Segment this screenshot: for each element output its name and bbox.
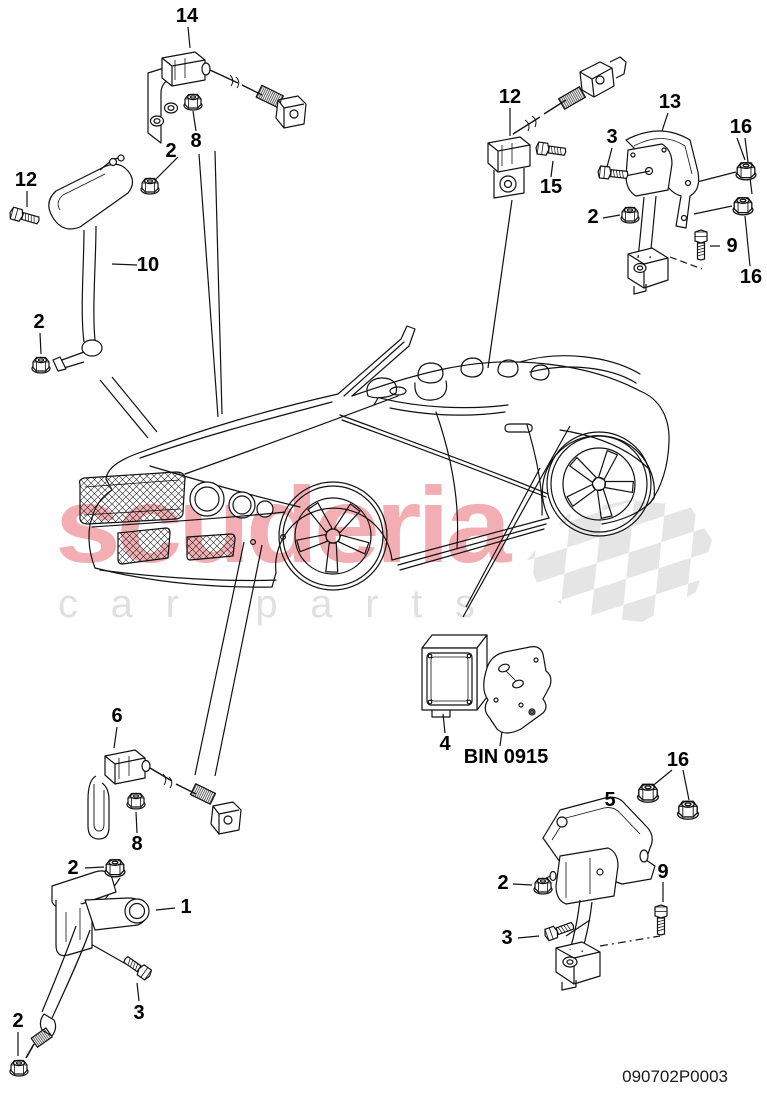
part-6-sensor-assembly (87, 749, 242, 840)
callout-2-right: 2 (587, 206, 599, 228)
callout-2-bl-upper: 2 (67, 857, 79, 879)
callout-2-top: 2 (165, 140, 177, 162)
callout-9-right: 9 (726, 235, 738, 257)
leader-lines (17, 26, 753, 1056)
callout-4: 4 (439, 733, 451, 755)
callout-2-left: 2 (33, 311, 45, 333)
part-3-bolt-right (596, 165, 630, 182)
callout-9-br: 9 (657, 861, 669, 883)
rear-wheel (546, 431, 652, 537)
part-2-nut-bl-lower (9, 1059, 29, 1077)
part-16-nut-lower (732, 196, 754, 216)
callout-6: 6 (111, 705, 123, 727)
callout-13: 13 (658, 91, 682, 113)
part-2-nut-right (620, 206, 640, 224)
bin-label: BIN 0915 (463, 746, 549, 768)
part-12-bolt-left (7, 206, 42, 228)
part-5-sensor-assembly (542, 796, 656, 991)
part-10-sensor-assembly (48, 154, 134, 372)
part-9-bolt-br (654, 904, 668, 936)
drawing-number: 090702P0003 (622, 1067, 728, 1086)
callout-5: 5 (604, 789, 616, 811)
callout-1: 1 (180, 896, 192, 918)
part-8-nut-top (183, 93, 203, 111)
car-illustration (78, 325, 670, 591)
part-9-bolt-right (694, 229, 708, 261)
callout-15: 15 (539, 176, 563, 198)
checkered-flag (527, 500, 712, 622)
callout-12-right: 12 (498, 86, 522, 108)
part-16-nut-br-right (676, 800, 700, 820)
part-16-nut-br-left (636, 783, 660, 803)
part-1-sensor-assembly (25, 870, 150, 1059)
callout-2-bl-lower: 2 (12, 1010, 24, 1032)
front-wheel (278, 481, 388, 591)
callout-8-top: 8 (190, 130, 202, 152)
callout-16-br: 16 (666, 749, 690, 771)
callout-14: 14 (175, 5, 199, 27)
callout-10: 10 (136, 254, 160, 276)
part-14-sensor-assembly (147, 51, 307, 144)
part-16-nut-upper (735, 161, 757, 181)
part-2-nut-left-lower (31, 356, 51, 374)
callout-12-left: 12 (14, 169, 38, 191)
bin-bracket (483, 646, 552, 734)
part-3-bolt-br (542, 919, 576, 942)
callout-16-upper: 16 (729, 116, 753, 138)
callout-3-bl: 3 (133, 1002, 145, 1024)
callout-2-br: 2 (497, 872, 509, 894)
callout-3-right: 3 (606, 126, 618, 148)
part-2-nut-br (533, 877, 553, 895)
callout-16-lower: 16 (739, 266, 763, 288)
part-2-nut-topleft (140, 177, 160, 195)
part-2-nut-bl-upper (104, 858, 126, 878)
part-13-sensor-assembly (624, 130, 700, 295)
part-15-bolt (534, 141, 568, 159)
callout-3-br: 3 (501, 927, 513, 949)
part-4-control-unit (421, 634, 488, 718)
watermark-subtitle: car parts (58, 582, 513, 626)
part-3-bolt-bl (121, 953, 154, 982)
part-8-nut-bottom (126, 792, 146, 810)
callout-8-bottom: 8 (131, 833, 143, 855)
part-12-sensor-assembly (487, 56, 627, 199)
